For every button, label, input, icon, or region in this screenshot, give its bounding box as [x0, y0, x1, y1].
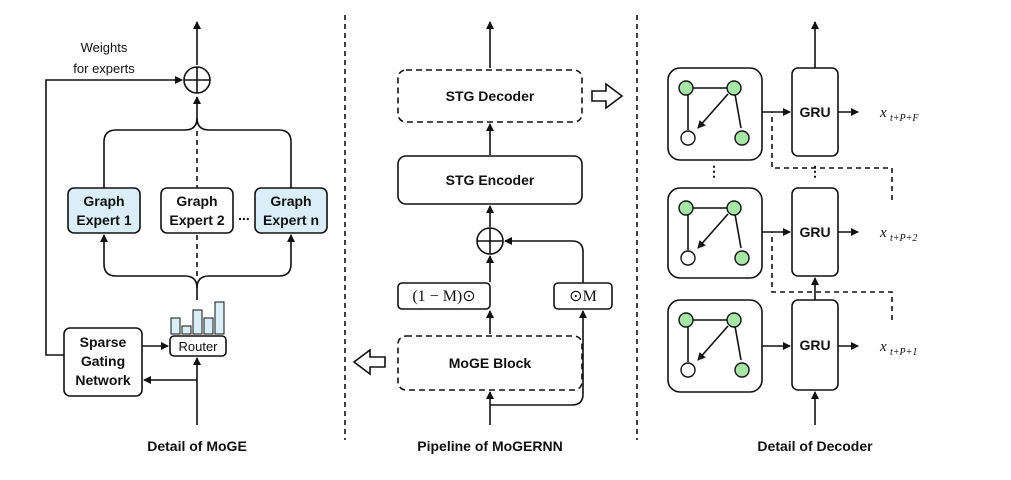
svg-text:Expert n: Expert n: [263, 212, 319, 228]
svg-text:t+P+2: t+P+2: [890, 233, 917, 244]
svg-text:Expert 2: Expert 2: [169, 212, 224, 228]
moge-panel: Weights for experts Graph Expert 1 Graph…: [45, 21, 328, 454]
weights-label-2: for experts: [73, 61, 135, 76]
moge-caption: Detail of MoGE: [147, 438, 247, 454]
svg-text:t+P+1: t+P+1: [890, 347, 917, 358]
router-bars-icon: [170, 301, 225, 335]
svg-text:Graph: Graph: [270, 193, 311, 209]
svg-text:GRU: GRU: [799, 337, 830, 353]
weights-label: Weights: [81, 40, 128, 55]
pipeline-panel: STG Decoder STG Encoder (1 − M)⊙ ⊙M MoGE…: [352, 21, 624, 454]
svg-text:Graph: Graph: [83, 193, 124, 209]
graph-box-bot: [667, 299, 763, 393]
svg-text:Router: Router: [178, 339, 218, 354]
gru-vdots: ⋮: [808, 163, 822, 179]
svg-text:GRU: GRU: [799, 104, 830, 120]
odot-m-box: ⊙M: [553, 282, 613, 310]
svg-text:⊙M: ⊙M: [569, 288, 597, 305]
sum-node-moge: [183, 66, 211, 94]
svg-text:Graph: Graph: [176, 193, 217, 209]
svg-text:x: x: [879, 105, 887, 121]
svg-text:x: x: [879, 339, 887, 355]
stg-decoder-box: STG Decoder: [397, 69, 583, 123]
svg-text:Expert 1: Expert 1: [76, 212, 131, 228]
svg-text:MoGE Block: MoGE Block: [449, 355, 532, 371]
svg-text:x: x: [879, 225, 887, 241]
one-minus-m-box: (1 − M)⊙: [397, 282, 491, 310]
svg-text:STG Decoder: STG Decoder: [446, 88, 535, 104]
graph-expert-n: Graph Expert n: [254, 187, 328, 234]
router-box: Router: [169, 335, 227, 357]
output-label-bot: x t+P+1: [879, 339, 917, 358]
moge-block-box: MoGE Block: [397, 335, 583, 391]
gru-box-bot: GRU: [791, 299, 839, 391]
svg-text:Sparse: Sparse: [80, 334, 127, 350]
svg-text:Network: Network: [75, 372, 130, 388]
stg-encoder-box: STG Encoder: [397, 155, 583, 205]
graph-box-mid: [667, 187, 763, 279]
graph-expert-1: Graph Expert 1: [67, 187, 141, 234]
hollow-arrow-right-icon: [591, 82, 624, 110]
svg-text:GRU: GRU: [799, 224, 830, 240]
output-label-top: x t+P+F: [879, 105, 919, 124]
decoder-panel: ⋮ GRU GRU GRU ⋮ x t: [667, 21, 919, 454]
graph-vdots: ⋮: [707, 163, 721, 179]
svg-text:t+P+F: t+P+F: [890, 113, 919, 124]
sum-node-pipeline: [476, 227, 504, 255]
sparse-gating-network: Sparse Gating Network: [63, 327, 143, 397]
experts-ellipsis: ...: [238, 207, 250, 223]
gru-box-mid: GRU: [791, 187, 839, 277]
graph-expert-2: Graph Expert 2: [160, 187, 234, 234]
pipeline-caption: Pipeline of MoGERNN: [417, 438, 562, 454]
svg-text:STG Encoder: STG Encoder: [446, 172, 535, 188]
svg-text:Gating: Gating: [81, 353, 125, 369]
decoder-caption: Detail of Decoder: [757, 438, 873, 454]
graph-box-top: [667, 67, 763, 161]
svg-text:(1 − M)⊙: (1 − M)⊙: [412, 288, 475, 305]
output-label-mid: x t+P+2: [879, 225, 917, 244]
hollow-arrow-left-icon: [352, 348, 386, 376]
gru-box-top: GRU: [791, 67, 839, 157]
